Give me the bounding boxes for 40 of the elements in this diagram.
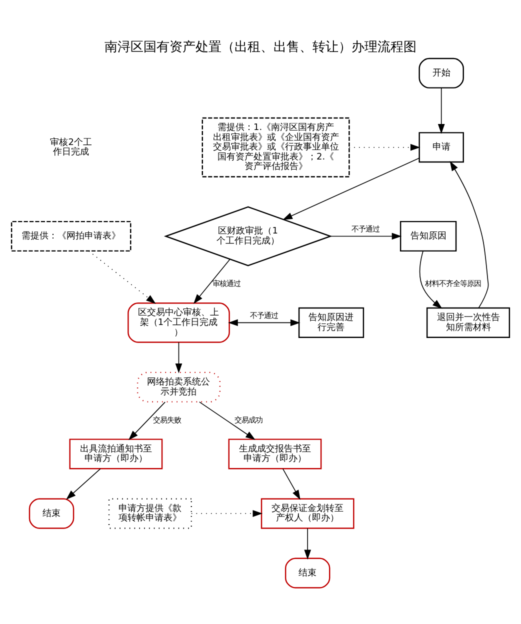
node-box: 需提供：1.《南浔区国有房产出租审批表》或《企业国有资产交易审批表》或《行政事业单位国有资产处置审批表》；2.《资产评估报告》 xyxy=(202,116,350,177)
edge-label: 审核通过 xyxy=(212,278,240,288)
label: 审核2个工作日完成 xyxy=(50,137,92,158)
arrow xyxy=(419,250,442,308)
node-box: 出具流拍通知书至申请方（即办） xyxy=(69,438,163,469)
arrow xyxy=(193,258,230,304)
node-box: 生成成交报告书至申请方（即办） xyxy=(228,438,322,469)
arrow xyxy=(348,143,420,150)
node-diamond: 区财政审批（1个工作日完成） xyxy=(164,206,332,266)
arrow xyxy=(228,318,300,326)
edge-label: 交易失败 xyxy=(152,414,181,424)
node-box: 申请方提供《款项转帐申请表》 xyxy=(108,498,192,528)
node-box: 申请 xyxy=(418,132,464,162)
edge-label: 不予通过 xyxy=(250,310,278,320)
arrow xyxy=(304,527,312,560)
arrow xyxy=(438,87,445,134)
arrow xyxy=(66,468,101,500)
edge-label: 交易成功 xyxy=(234,414,262,424)
node-box: 开始 xyxy=(418,57,464,88)
node-box: 网络拍卖系统公示并竞拍 xyxy=(136,371,221,402)
edge-label: 不予通过 xyxy=(352,224,380,234)
arrow xyxy=(128,401,166,440)
arrow xyxy=(282,468,300,500)
node-box: 需提供：《网拍申请表》 xyxy=(10,220,132,252)
node-box: 区交易中心审核、上架（1个工作日完成） xyxy=(128,302,230,342)
node-box: 告知原因 xyxy=(400,220,457,252)
node-box: 退回并一次性告知所需材料 xyxy=(426,306,510,338)
arrow xyxy=(450,160,489,308)
diagram-title: 南浔区国有资产处置（出租、出售、转让）办理流程图 xyxy=(104,39,416,54)
node-box: 结束 xyxy=(284,557,330,588)
node-box: 交易保证金划转至产权人（即办） xyxy=(260,498,354,528)
arrow xyxy=(88,250,156,304)
edge-label: 材料不齐全等原因 xyxy=(425,278,482,288)
node-box: 告知原因进行完善 xyxy=(298,306,364,338)
arrow xyxy=(282,157,420,220)
node-box: 结束 xyxy=(28,498,74,528)
arrow xyxy=(330,232,402,240)
arrow xyxy=(175,341,182,373)
arrow xyxy=(190,510,263,516)
arrow xyxy=(198,401,256,440)
